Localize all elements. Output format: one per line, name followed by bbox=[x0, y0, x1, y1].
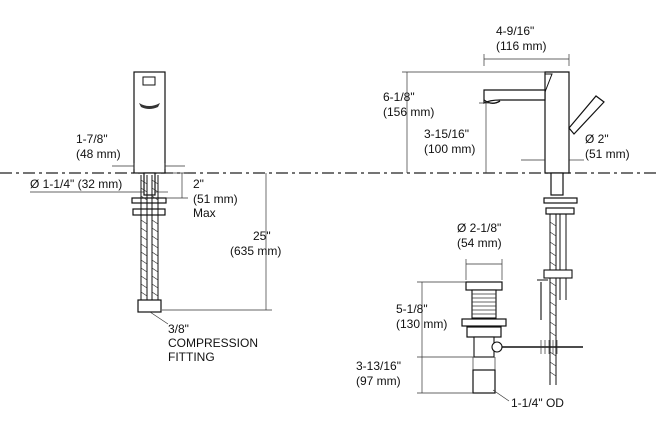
mounting-nut bbox=[132, 208, 166, 216]
drain-flange-in: Ø 2-1/8" bbox=[457, 221, 501, 235]
side-washer bbox=[543, 197, 578, 204]
tailpiece-in: 3-13/16" bbox=[356, 359, 401, 373]
spout-height-in: 3-15/16" bbox=[424, 127, 469, 141]
projection-dimension: 4-9/16" (116 mm) bbox=[483, 24, 570, 66]
drain-body-mm: (130 mm) bbox=[396, 317, 447, 331]
side-hoses bbox=[549, 214, 567, 385]
supply-hoses bbox=[140, 175, 159, 300]
drain-body-lower bbox=[473, 336, 495, 358]
spout-joint bbox=[544, 73, 553, 93]
spout-height-dimension: 3-15/16" (100 mm) bbox=[424, 102, 496, 173]
faucet-body-front bbox=[133, 71, 166, 174]
tailpiece-od-callout: 1-1/4" OD bbox=[492, 389, 564, 410]
handle-slot bbox=[142, 76, 156, 86]
fitting-size: 3/8" bbox=[168, 322, 189, 336]
drain-locknut bbox=[466, 326, 502, 338]
compression-nut bbox=[137, 299, 162, 313]
handle-diameter-in: Ø 2" bbox=[585, 132, 609, 146]
tailpiece-od: 1-1/4" OD bbox=[511, 396, 564, 410]
spout-outlet bbox=[139, 103, 160, 109]
tailpiece-dimension: 3-13/16" (97 mm) bbox=[356, 357, 473, 394]
mounting-washer bbox=[131, 197, 167, 204]
deck-thickness-dimension: 2" (51 mm) Max bbox=[166, 172, 238, 220]
handle-diameter-dimension: Ø 2" (51 mm) bbox=[521, 132, 630, 161]
drain-threaded-body bbox=[471, 289, 497, 319]
base-width-mm: (48 mm) bbox=[76, 147, 121, 161]
fitting-type: COMPRESSION bbox=[168, 336, 258, 350]
drain-body-in: 5-1/8" bbox=[396, 302, 428, 316]
hole-diameter-label: Ø 1-1/4" (32 mm) bbox=[30, 177, 122, 191]
overall-height-in: 6-1/8" bbox=[383, 90, 415, 104]
supply-length-mm: (635 mm) bbox=[230, 244, 281, 258]
side-shank bbox=[550, 172, 564, 196]
shank bbox=[143, 172, 156, 196]
drain-gasket bbox=[461, 318, 507, 327]
spout-side bbox=[483, 89, 546, 104]
base-width-in: 1-7/8" bbox=[76, 132, 108, 146]
tailpiece-mm: (97 mm) bbox=[356, 374, 401, 388]
drain-body-dimension: 5-1/8" (130 mm) bbox=[396, 281, 474, 358]
drain-flange-dimension: Ø 2-1/8" (54 mm) bbox=[457, 221, 503, 280]
deck-thickness-in: 2" bbox=[193, 177, 204, 191]
drain-flange-mm: (54 mm) bbox=[457, 236, 502, 250]
supply-length-dimension: 25" (635 mm) bbox=[162, 173, 281, 311]
lift-rod-clamp bbox=[543, 269, 573, 279]
fitting-word: FITTING bbox=[168, 350, 215, 364]
projection-mm: (116 mm) bbox=[496, 39, 546, 53]
hole-diameter-dimension: Ø 1-1/4" (32 mm) bbox=[30, 177, 168, 193]
projection-in: 4-9/16" bbox=[496, 24, 534, 38]
faucet-body-side bbox=[544, 71, 570, 174]
faucet-front-view bbox=[131, 71, 167, 313]
pop-up-drain bbox=[461, 281, 583, 394]
tailpiece bbox=[472, 369, 496, 394]
deck-thickness-mm: (51 mm) bbox=[193, 192, 238, 206]
handle-diameter-mm: (51 mm) bbox=[585, 147, 630, 161]
overall-height-dimension: 6-1/8" (156 mm) bbox=[383, 71, 545, 173]
base-width-dimension: 1-7/8" (48 mm) bbox=[76, 132, 185, 169]
lift-rod bbox=[537, 279, 548, 320]
drain-flange bbox=[465, 281, 503, 291]
handle-lever bbox=[568, 95, 605, 135]
side-nut bbox=[545, 207, 575, 215]
faucet-side-view bbox=[483, 71, 605, 385]
pivot-nut bbox=[491, 341, 503, 353]
overall-height-mm: (156 mm) bbox=[383, 105, 434, 119]
supply-length-in: 25" bbox=[253, 229, 271, 243]
spout-height-mm: (100 mm) bbox=[424, 142, 475, 156]
deck-thickness-max: Max bbox=[193, 206, 216, 220]
compression-fitting-callout: 3/8" COMPRESSION FITTING bbox=[149, 311, 258, 364]
